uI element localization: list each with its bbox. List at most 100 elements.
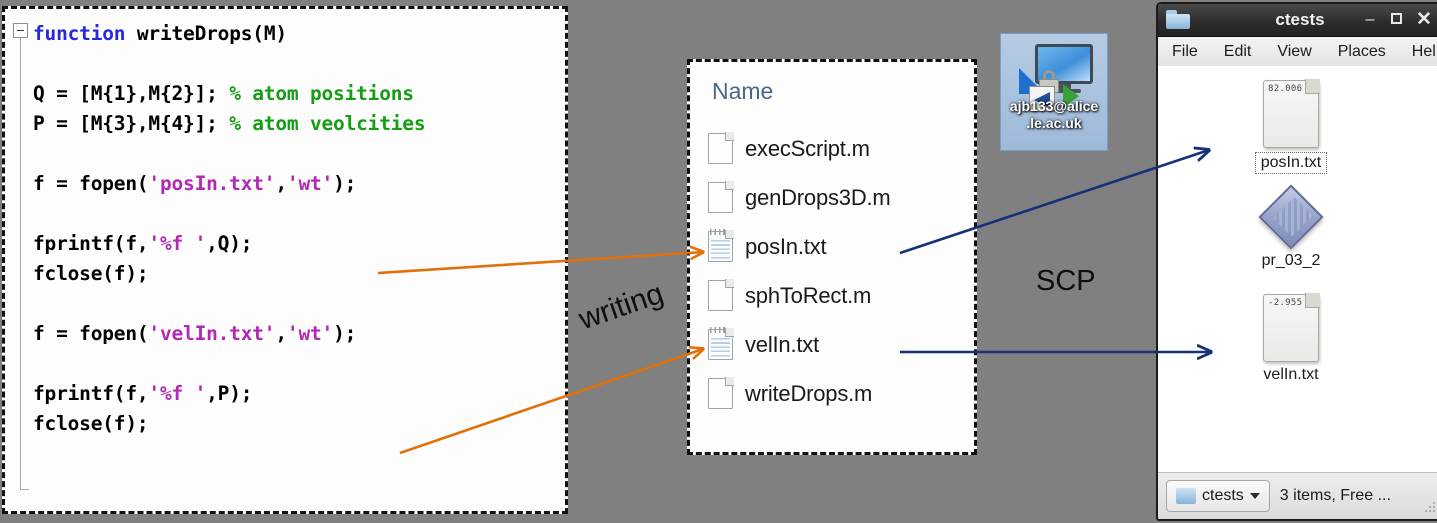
shortcut-label: ajb133@alice .le.ac.uk	[1001, 98, 1107, 132]
list-item[interactable]: posIn.txt	[708, 222, 968, 271]
code-line: fprintf(f,'%f ',Q);	[33, 229, 563, 259]
menu-item-file[interactable]: File	[1172, 42, 1198, 60]
menu-item-hel[interactable]: Hel	[1411, 42, 1436, 60]
code-token: ,Q);	[206, 232, 253, 255]
resize-grip[interactable]	[1423, 500, 1437, 514]
code-line	[33, 289, 563, 319]
list-item[interactable]: writeDrops.m	[708, 369, 968, 418]
code-token: f = fopen(	[33, 322, 149, 345]
windows-explorer-panel: Name execScript.m genDrops3D.m posIn.txt sp…	[687, 59, 977, 455]
maximize-icon	[1390, 13, 1402, 24]
code-token: fclose(f);	[33, 262, 149, 285]
code-token: );	[333, 172, 357, 195]
window-title: ctests	[1275, 10, 1325, 29]
code-line: fclose(f);	[33, 409, 563, 439]
maximize-button[interactable]	[1386, 10, 1406, 24]
blank-document-icon	[708, 279, 734, 311]
close-button[interactable]: ✕	[1416, 9, 1432, 30]
code-token: 'velIn.txt'	[148, 322, 276, 345]
code-line: fprintf(f,'%f ',P);	[33, 379, 563, 409]
code-line: function writeDrops(M)	[33, 19, 563, 49]
folder-icon	[1166, 10, 1190, 29]
code-token: '%f '	[148, 382, 207, 405]
code-fold-toggle-icon[interactable]	[13, 23, 28, 38]
code-fold-foot	[20, 489, 29, 490]
menu-item-view[interactable]: View	[1277, 42, 1312, 60]
list-item-label: execScript.m	[745, 135, 870, 161]
blank-document-icon	[708, 377, 734, 409]
list-item[interactable]: execScript.m	[708, 124, 968, 173]
file-manager-statusbar: ctests 3 items, Free ...	[1158, 472, 1437, 519]
code-token: P = [M{3},M{4}];	[33, 112, 230, 135]
code-token: ,	[275, 322, 287, 345]
code-token: % atom positions	[229, 82, 414, 105]
shortcut-label-line1: ajb133@alice	[1009, 98, 1099, 114]
minimize-button[interactable]: –	[1365, 11, 1375, 28]
desktop-file-item[interactable]: -2.955 velIn.txt	[1236, 293, 1346, 384]
desktop-file-label: velIn.txt	[1263, 366, 1319, 383]
annotation-label-scp: SCP	[1036, 265, 1096, 297]
desktop-file-item[interactable]: pr_03_2	[1236, 184, 1346, 270]
list-item-label: posIn.txt	[745, 233, 827, 259]
code-token: % atom veolcities	[229, 112, 426, 135]
menu-item-edit[interactable]: Edit	[1223, 42, 1252, 60]
shortcut-arrow-badge-icon	[1029, 86, 1055, 112]
text-file-icon: -2.955	[1263, 293, 1320, 362]
status-text: 3 items, Free ...	[1279, 487, 1391, 504]
path-dropdown-button[interactable]: ctests	[1166, 480, 1270, 512]
file-manager-titlebar[interactable]: ctests – ✕	[1158, 4, 1437, 37]
padlock-shackle	[1043, 70, 1055, 81]
code-token: fclose(f);	[33, 412, 149, 435]
explorer-file-list: execScript.m genDrops3D.m posIn.txt sphToRe…	[708, 124, 968, 418]
code-token: '%f '	[148, 232, 207, 255]
file-manager-menubar: File Edit View Places Hel	[1158, 37, 1437, 67]
shortcut-label-line2: .le.ac.uk	[1026, 115, 1082, 131]
code-token: );	[333, 322, 357, 345]
code-line	[33, 199, 563, 229]
chevron-down-icon	[1249, 493, 1260, 499]
blank-document-icon	[708, 181, 734, 213]
code-line: fclose(f);	[33, 259, 563, 289]
code-token: f = fopen(	[33, 172, 149, 195]
code-token: 'wt'	[286, 172, 334, 195]
code-token: function	[33, 22, 137, 45]
code-line: P = [M{3},M{4}]; % atom veolcities	[33, 109, 563, 139]
file-preview-text: -2.955	[1268, 298, 1303, 308]
desktop-file-label: pr_03_2	[1261, 252, 1321, 269]
path-label: ctests	[1202, 487, 1244, 504]
list-item-label: velIn.txt	[745, 331, 820, 357]
menu-item-places[interactable]: Places	[1337, 42, 1386, 60]
code-fold-line	[20, 38, 21, 490]
green-arrow-icon	[1063, 84, 1079, 108]
list-item[interactable]: genDrops3D.m	[708, 173, 968, 222]
list-item[interactable]: velIn.txt	[708, 320, 968, 369]
code-line	[33, 349, 563, 379]
list-item-label: writeDrops.m	[745, 380, 873, 406]
remote-desktop-shortcut-icon[interactable]: ajb133@alice .le.ac.uk	[1000, 33, 1108, 151]
code-token: 'wt'	[286, 322, 334, 345]
list-item-label: genDrops3D.m	[745, 184, 891, 210]
file-preview-text: 82.006	[1268, 84, 1303, 94]
text-document-icon	[708, 229, 734, 262]
code-line: Q = [M{1},M{2}]; % atom positions	[33, 79, 563, 109]
folder-icon-body	[1166, 14, 1190, 29]
code-token: fprintf(f,	[33, 232, 149, 255]
path-folder-icon	[1176, 488, 1196, 504]
code-token: writeDrops(M)	[136, 22, 287, 45]
list-item[interactable]: sphToRect.m	[708, 271, 968, 320]
code-line	[33, 49, 563, 79]
code-inner: function writeDrops(M) Q = [M{1},M{2}]; …	[5, 9, 565, 511]
list-item-label: sphToRect.m	[745, 282, 872, 308]
code-line: f = fopen('posIn.txt','wt');	[33, 169, 563, 199]
explorer-column-header-name: Name	[712, 78, 774, 104]
code-token: Q = [M{1},M{2}];	[33, 82, 230, 105]
folder-icon-tab	[1166, 10, 1177, 15]
executable-icon	[1258, 184, 1324, 250]
code-token: ,	[275, 172, 287, 195]
code-token: ,P);	[206, 382, 253, 405]
matlab-editor-panel: function writeDrops(M) Q = [M{1},M{2}]; …	[2, 6, 568, 514]
code-text: function writeDrops(M) Q = [M{1},M{2}]; …	[33, 19, 563, 439]
